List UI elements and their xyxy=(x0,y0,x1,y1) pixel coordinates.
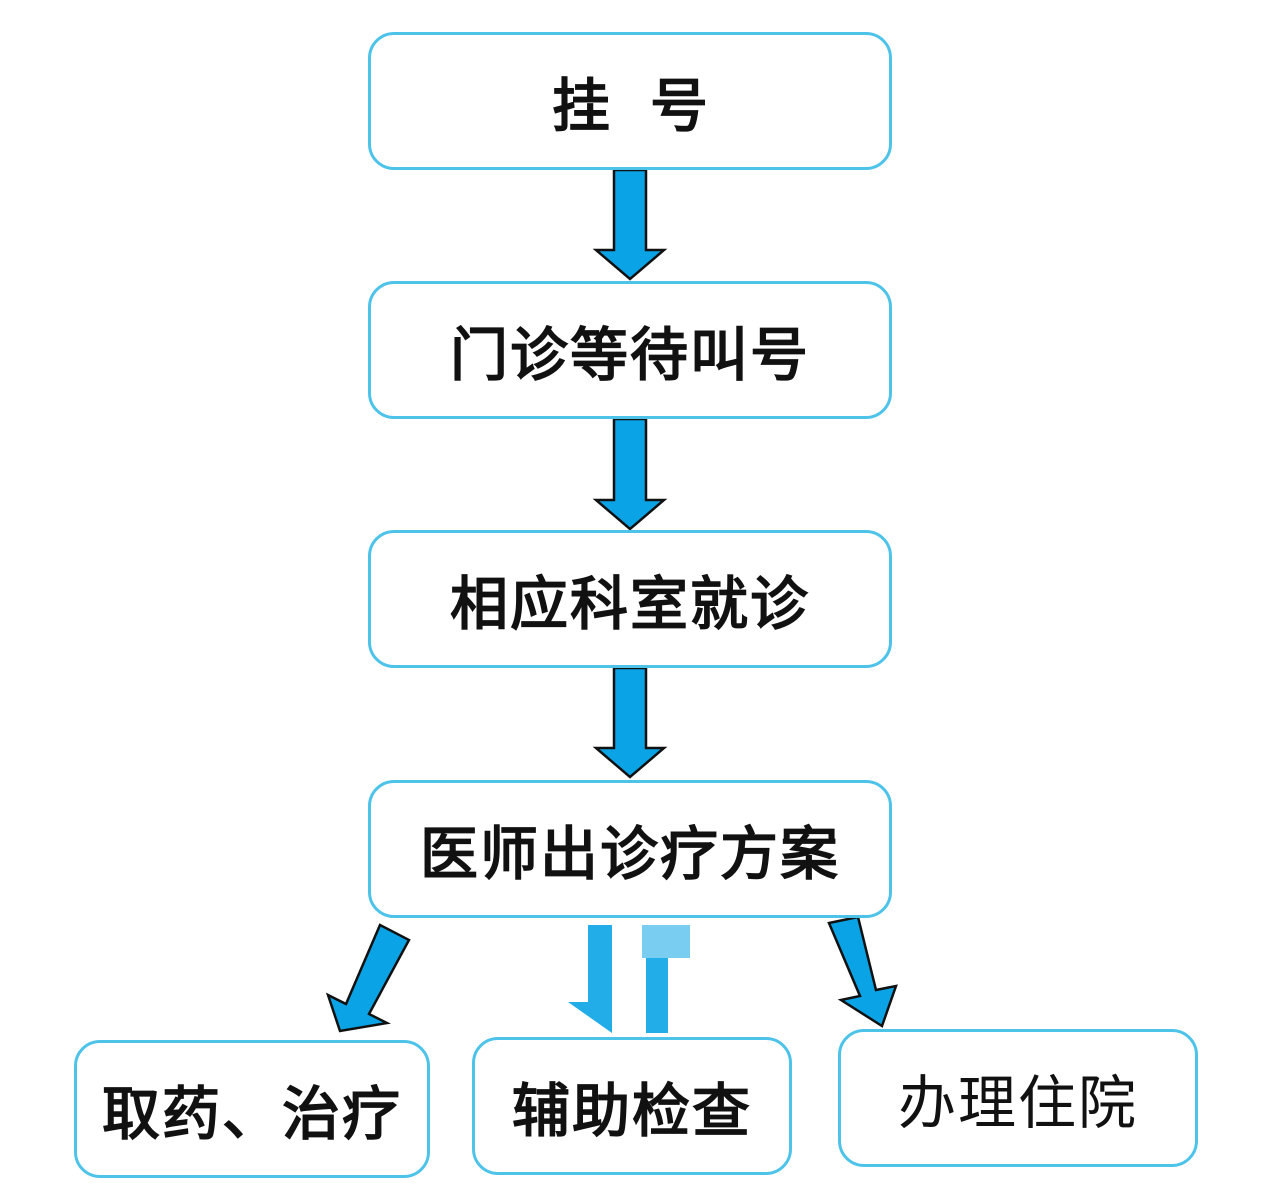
arrow-step2-to-step3 xyxy=(592,417,668,531)
step-waiting-call-label: 门诊等待叫号 xyxy=(449,321,810,389)
arrow-step1-to-step2 xyxy=(592,168,668,281)
outcome-medicine-treatment-label: 取药、治疗 xyxy=(101,1080,402,1148)
outcome-auxiliary-exam: 辅助检查 xyxy=(472,1037,792,1175)
step-treatment-plan: 医师出诊疗方案 xyxy=(368,780,892,918)
arrow-step3-to-step4 xyxy=(592,666,668,779)
outcome-medicine-treatment: 取药、治疗 xyxy=(74,1040,430,1178)
step-registration: 挂号 xyxy=(368,32,892,170)
step-department-visit: 相应科室就诊 xyxy=(368,530,892,668)
arrow-to-hospitalization xyxy=(827,915,898,1028)
step-waiting-call: 门诊等待叫号 xyxy=(368,281,892,419)
double-arrow-auxiliary-exam xyxy=(568,925,690,1033)
step-registration-label: 挂号 xyxy=(551,72,748,140)
step-department-visit-label: 相应科室就诊 xyxy=(449,570,810,638)
outcome-auxiliary-exam-label: 辅助检查 xyxy=(511,1077,752,1145)
arrow-to-medicine-treatment xyxy=(325,923,411,1033)
outcome-hospitalization-label: 办理住院 xyxy=(897,1069,1138,1137)
outcome-hospitalization: 办理住院 xyxy=(838,1029,1198,1167)
step-treatment-plan-label: 医师出诊疗方案 xyxy=(419,820,840,888)
